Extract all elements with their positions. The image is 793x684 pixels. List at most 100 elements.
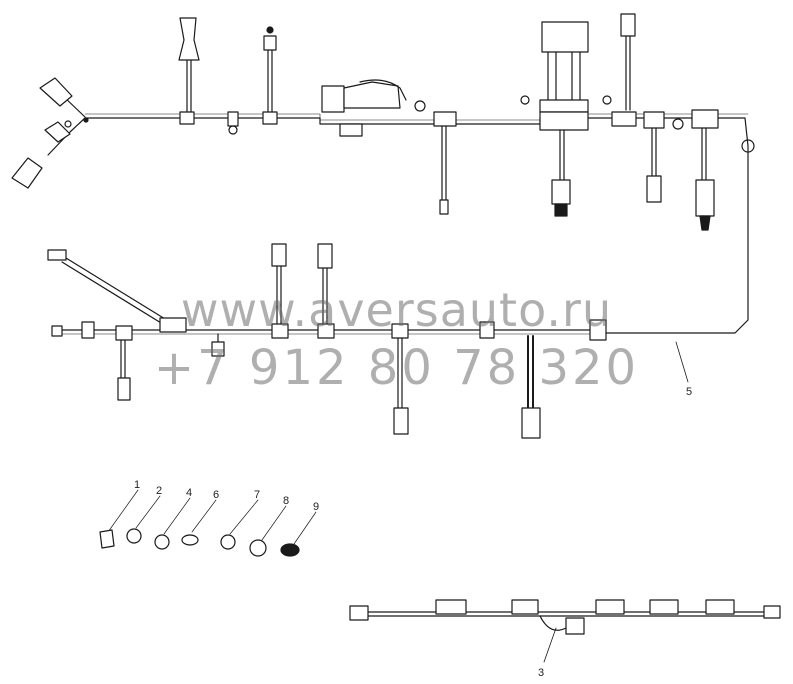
plug-7	[117, 377, 131, 401]
callout-4: 4	[186, 487, 192, 499]
branch-module	[559, 129, 565, 181]
callout-5: 5	[686, 386, 692, 398]
relay-housing	[343, 81, 401, 109]
leader-3	[543, 627, 557, 663]
part-1	[99, 529, 115, 549]
bottom-left-plug	[349, 605, 369, 621]
trunk-clip-1-ring	[228, 125, 238, 135]
clip-3	[414, 100, 426, 112]
middle-harness	[47, 243, 689, 439]
loose-parts	[99, 489, 317, 557]
t-junction-1	[179, 111, 195, 125]
leader-9	[293, 511, 317, 545]
callout-2: 2	[156, 485, 162, 497]
diagonal-bracket	[159, 317, 187, 333]
t-junction-6	[691, 109, 719, 129]
leader-5	[675, 341, 689, 383]
middle-left-plug	[51, 325, 63, 337]
t-junction-4	[611, 111, 637, 127]
part-4	[154, 534, 170, 550]
t-junction-10	[317, 323, 335, 339]
middle-right-clip	[589, 319, 607, 341]
t-junction-2	[262, 111, 278, 125]
module-junction	[539, 111, 589, 131]
left-clip-2	[83, 117, 89, 123]
part-8	[249, 539, 267, 557]
left-branch-lower	[47, 117, 86, 156]
clip-module	[520, 95, 530, 105]
relay-connector	[339, 123, 363, 137]
t-junction-3	[433, 111, 457, 127]
bottom-junction	[565, 617, 585, 635]
plug-8	[211, 341, 225, 357]
module-columns	[547, 51, 581, 101]
branch-6	[701, 127, 707, 181]
branch-2	[267, 49, 273, 113]
clip-5	[672, 118, 684, 130]
branch-10	[322, 267, 328, 325]
leader-4	[163, 497, 191, 535]
left-clip	[64, 120, 72, 128]
upper-harness	[11, 13, 755, 334]
part-6	[181, 534, 199, 546]
middle-clip	[479, 321, 495, 339]
diagonal-lead	[61, 257, 171, 327]
callout-8: 8	[283, 495, 289, 507]
branch-7	[120, 339, 126, 379]
bottom-conn-3	[595, 599, 625, 615]
t-junction-5	[643, 111, 665, 129]
plug-5	[646, 175, 662, 203]
module-base	[539, 99, 589, 113]
part-7	[220, 534, 236, 550]
branch-11	[397, 337, 403, 409]
plug-6-cap	[699, 215, 711, 231]
callout-3: 3	[538, 667, 544, 679]
bottom-conn-5	[705, 599, 735, 615]
bottom-harness	[349, 599, 781, 663]
plug-6	[695, 179, 715, 217]
callout-9: 9	[313, 501, 319, 513]
left-connector-top	[39, 77, 73, 107]
plug-module	[551, 179, 571, 205]
left-connector-mid	[44, 121, 71, 143]
t-junction-7	[115, 325, 133, 341]
relay-loop	[359, 79, 407, 101]
bottom-conn-2	[511, 599, 539, 615]
clip-top-right	[602, 95, 612, 105]
middle-left-clip	[81, 321, 95, 339]
upper-trunk	[84, 117, 749, 334]
plug-top-right	[620, 13, 636, 37]
plug-9	[271, 243, 287, 267]
diagonal-plug	[47, 249, 67, 261]
callout-7: 7	[254, 489, 260, 501]
plug-2	[263, 35, 277, 51]
plug-2-cap	[266, 26, 274, 34]
branch-top-right	[625, 35, 631, 111]
branch-12	[527, 335, 534, 409]
leader-2	[135, 495, 161, 529]
branch-3	[441, 125, 447, 201]
leader-6	[191, 499, 217, 533]
trunk-clip-1	[227, 111, 239, 127]
part-9	[280, 543, 300, 557]
callout-labels: 1 2 4 6 7 8 9 5 3	[134, 386, 692, 679]
part-2	[126, 528, 142, 544]
clip-6	[741, 139, 755, 153]
bottom-conn-4	[649, 599, 679, 615]
leader-7	[229, 499, 259, 535]
callout-6: 6	[213, 489, 219, 501]
branch-9	[276, 263, 282, 325]
branch-1	[186, 59, 192, 113]
plug-12	[521, 407, 541, 439]
plug-module-tip	[554, 203, 568, 217]
callout-1: 1	[134, 479, 140, 491]
module-top	[541, 21, 589, 53]
plug-11	[393, 407, 409, 435]
bottom-conn-1	[435, 599, 467, 615]
relay-block	[321, 85, 345, 113]
t-junction-9	[271, 323, 289, 339]
leader-8	[261, 505, 287, 541]
branch-5	[651, 127, 657, 177]
bottom-right-plug	[763, 605, 781, 619]
